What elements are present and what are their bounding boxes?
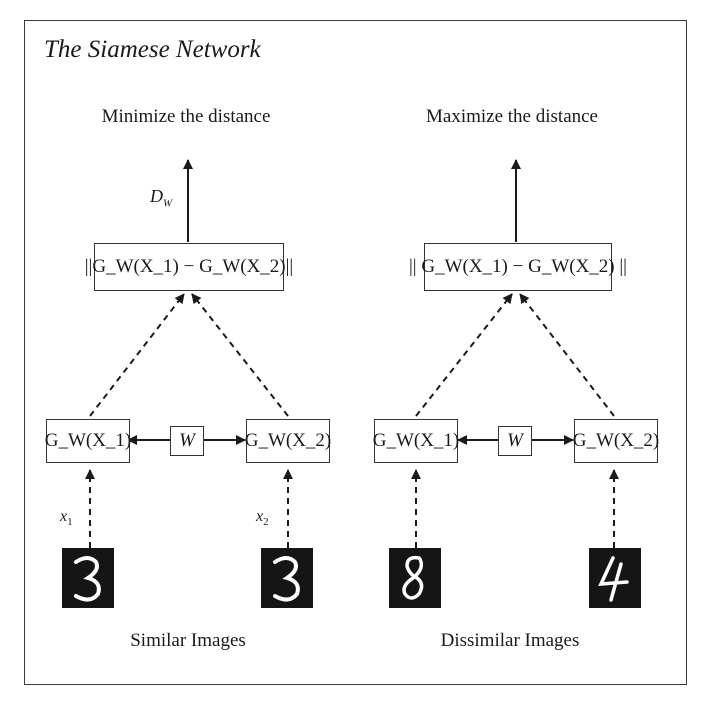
right-digit-image-1 — [389, 548, 441, 608]
figure-title: The Siamese Network — [44, 36, 261, 63]
right-dashed-arrow-2 — [519, 293, 615, 417]
figure-frame — [24, 20, 687, 685]
digit-4-glyph — [598, 556, 629, 602]
right-encoder-1: G_W(X_1) — [373, 419, 459, 463]
digit-8-glyph — [402, 555, 424, 600]
left-dashed-arrow-2 — [191, 293, 289, 417]
left-caption: Similar Images — [130, 630, 246, 651]
left-encoder-2: G_W(X_2) — [245, 419, 331, 463]
left-input-1-label: x1 — [60, 508, 73, 529]
right-distance-box: || G_W(X_1) − G_W(X_2) || — [409, 243, 627, 291]
right-caption: Dissimilar Images — [440, 630, 580, 651]
digit-3-glyph — [74, 556, 101, 602]
left-dashed-arrow-1 — [89, 293, 185, 417]
right-digit-image-2 — [589, 548, 641, 608]
right-dashed-arrow-1 — [415, 293, 513, 417]
right-weights-box: W — [498, 426, 532, 456]
right-heading: Maximize the distance — [426, 106, 598, 127]
digit-3-glyph — [273, 556, 300, 602]
left-arrows — [85, 159, 293, 548]
left-digit-image-2 — [261, 548, 313, 608]
left-digit-image-1 — [62, 548, 114, 608]
left-distance-box: ||G_W(X_1) − G_W(X_2)|| — [85, 243, 293, 291]
left-encoder-1: G_W(X_1) — [45, 419, 131, 463]
right-arrows — [411, 159, 619, 548]
left-heading: Minimize the distance — [101, 106, 271, 127]
right-encoder-2: G_W(X_2) — [573, 419, 659, 463]
left-output-label: DW — [150, 186, 173, 210]
left-input-2-label: x2 — [256, 508, 269, 529]
left-weights-box: W — [170, 426, 204, 456]
